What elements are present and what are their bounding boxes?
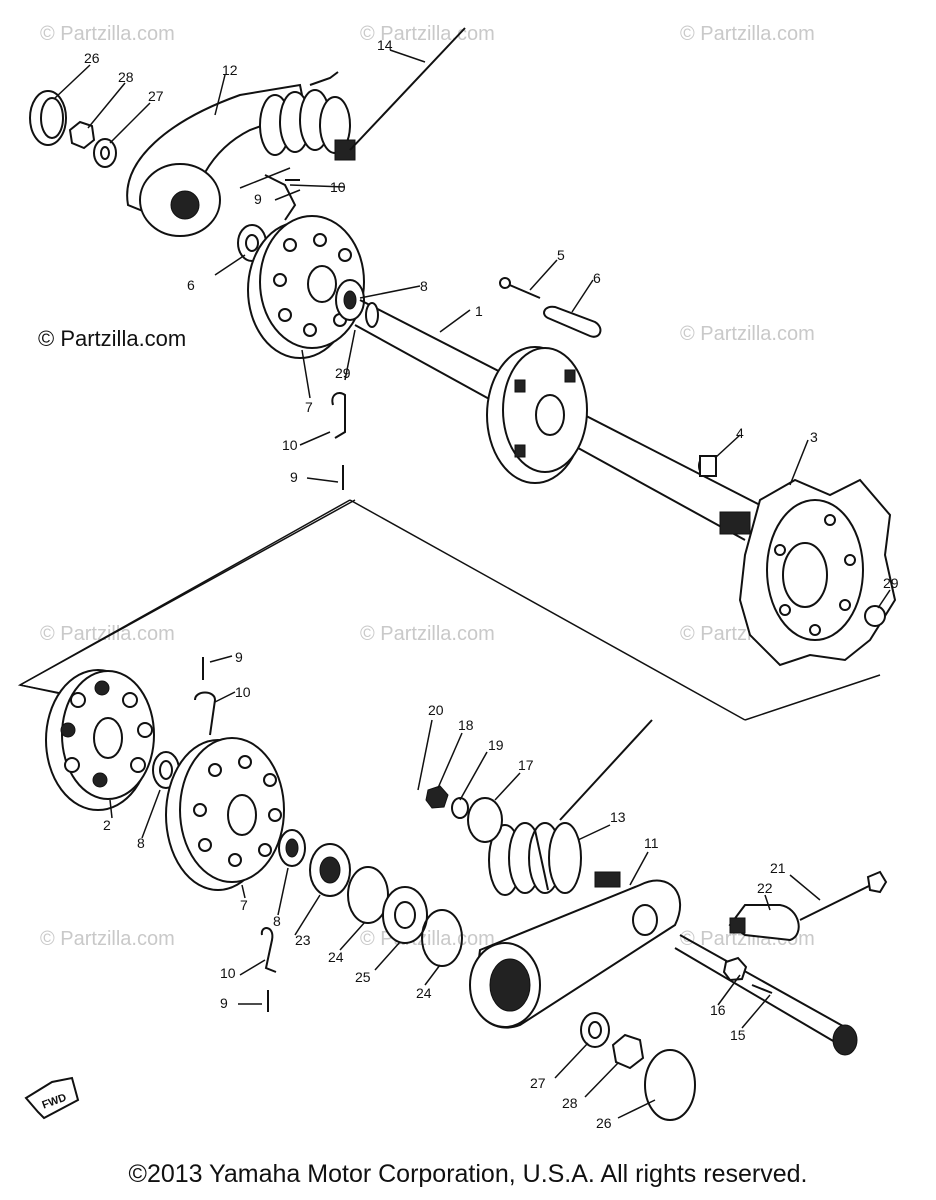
leader-lines bbox=[54, 49, 891, 1119]
label-10-lower2: 10 bbox=[220, 965, 236, 981]
label-10-axle: 10 bbox=[282, 437, 298, 453]
wheel-part-7-upper bbox=[247, 215, 365, 359]
label-11: 11 bbox=[644, 835, 659, 851]
hub-flange-upper bbox=[486, 346, 588, 484]
arm-part-11 bbox=[469, 871, 681, 1029]
label-24: 24 bbox=[328, 949, 344, 965]
label-8-lower2: 8 bbox=[273, 913, 281, 929]
cap-part-26-lower bbox=[644, 1049, 696, 1121]
watermark: © Partzilla.com bbox=[40, 928, 175, 950]
spacer-part-4 bbox=[698, 455, 717, 477]
label-12: 12 bbox=[222, 62, 238, 78]
label-2: 2 bbox=[103, 817, 111, 833]
label-17: 17 bbox=[518, 757, 534, 773]
copyright-notice: ©2013 Yamaha Motor Corporation, U.S.A. A… bbox=[128, 1160, 808, 1188]
label-8-upper: 8 bbox=[420, 278, 428, 294]
label-10-lower: 10 bbox=[235, 684, 251, 700]
label-9-lower: 9 bbox=[235, 649, 243, 665]
label-1: 1 bbox=[475, 303, 483, 319]
sprocket-part-3 bbox=[719, 478, 897, 667]
label-29-upper: 29 bbox=[335, 365, 351, 381]
label-9-upper: 9 bbox=[254, 191, 262, 207]
label-25: 25 bbox=[355, 969, 371, 985]
washer-part-19 bbox=[451, 797, 469, 819]
label-23: 23 bbox=[295, 932, 311, 948]
watermark: © Partzilla.com bbox=[360, 928, 495, 950]
nut-part-28-lower bbox=[611, 1033, 645, 1070]
wheel-part-7-lower bbox=[165, 737, 285, 891]
alignment-lines bbox=[17, 499, 356, 701]
plate-part-6 bbox=[543, 305, 602, 338]
cap-part-17 bbox=[467, 797, 503, 843]
label-27: 27 bbox=[148, 88, 164, 104]
label-13: 13 bbox=[610, 809, 626, 825]
label-28-lower: 28 bbox=[562, 1095, 578, 1111]
bolt-part-15 bbox=[751, 984, 773, 994]
nut-part-28 bbox=[68, 120, 96, 150]
label-22: 22 bbox=[757, 880, 773, 896]
label-6-upper: 6 bbox=[187, 277, 195, 293]
watermark: © Partzilla.com bbox=[360, 23, 495, 45]
watermark: © Partzilla.com bbox=[360, 623, 495, 645]
label-9-lower2: 9 bbox=[220, 995, 228, 1011]
label-19: 19 bbox=[488, 737, 504, 753]
spring-part-13 bbox=[488, 822, 582, 896]
watermark: © Partzilla.com bbox=[40, 623, 175, 645]
plug-part-29 bbox=[864, 605, 886, 627]
bearing-part-25 bbox=[382, 886, 428, 944]
rod-part-14 bbox=[349, 27, 466, 151]
label-20: 20 bbox=[428, 702, 444, 718]
label-3: 3 bbox=[810, 429, 818, 445]
lower-assembly: FWD bbox=[24, 657, 888, 1121]
watermark: © Partzilla.com bbox=[40, 23, 175, 45]
shaft-part-16 bbox=[674, 934, 858, 1056]
label-9-axle: 9 bbox=[290, 469, 298, 485]
label-10-upper: 10 bbox=[330, 179, 346, 195]
washer-part-27 bbox=[93, 138, 117, 168]
label-21: 21 bbox=[770, 860, 786, 876]
label-4: 4 bbox=[736, 425, 744, 441]
label-18: 18 bbox=[458, 717, 474, 733]
watermark: © Partzilla.com bbox=[680, 23, 815, 45]
nut-part-18 bbox=[425, 785, 449, 809]
label-15: 15 bbox=[730, 1027, 746, 1043]
label-26-lower: 26 bbox=[596, 1115, 612, 1131]
clip-part-10-upper bbox=[331, 392, 346, 439]
label-27-lower: 27 bbox=[530, 1075, 546, 1091]
spring-upper bbox=[259, 89, 356, 161]
label-8-lower: 8 bbox=[137, 835, 145, 851]
front-direction-marker: FWD bbox=[24, 1076, 80, 1120]
label-28: 28 bbox=[118, 69, 134, 85]
label-5: 5 bbox=[557, 247, 565, 263]
part-number-labels: 26 28 27 12 14 6 9 10 8 1 5 6 4 3 29 29 … bbox=[84, 37, 899, 1131]
watermark: © Partzilla.com bbox=[680, 323, 815, 345]
bolt-part-21 bbox=[799, 870, 888, 921]
label-14: 14 bbox=[377, 37, 393, 53]
ring-part-24 bbox=[347, 866, 389, 924]
washer-part-27-lower bbox=[580, 1012, 610, 1048]
hub-plate-part-2 bbox=[45, 669, 155, 811]
bracket-part-22 bbox=[728, 904, 800, 942]
label-29: 29 bbox=[883, 575, 899, 591]
rod-part-13 bbox=[559, 719, 653, 821]
label-24-b: 24 bbox=[416, 985, 432, 1001]
bolt-part-5 bbox=[499, 277, 541, 299]
label-7-upper: 7 bbox=[305, 399, 313, 415]
watermark-strong: © Partzilla.com bbox=[38, 326, 186, 351]
label-7-lower: 7 bbox=[240, 897, 248, 913]
clip-part-10-lower bbox=[194, 691, 217, 736]
label-26: 26 bbox=[84, 50, 100, 66]
upper-assembly bbox=[29, 27, 897, 667]
label-6: 6 bbox=[593, 270, 601, 286]
label-16: 16 bbox=[710, 1002, 726, 1018]
cap-part-26 bbox=[29, 90, 67, 146]
